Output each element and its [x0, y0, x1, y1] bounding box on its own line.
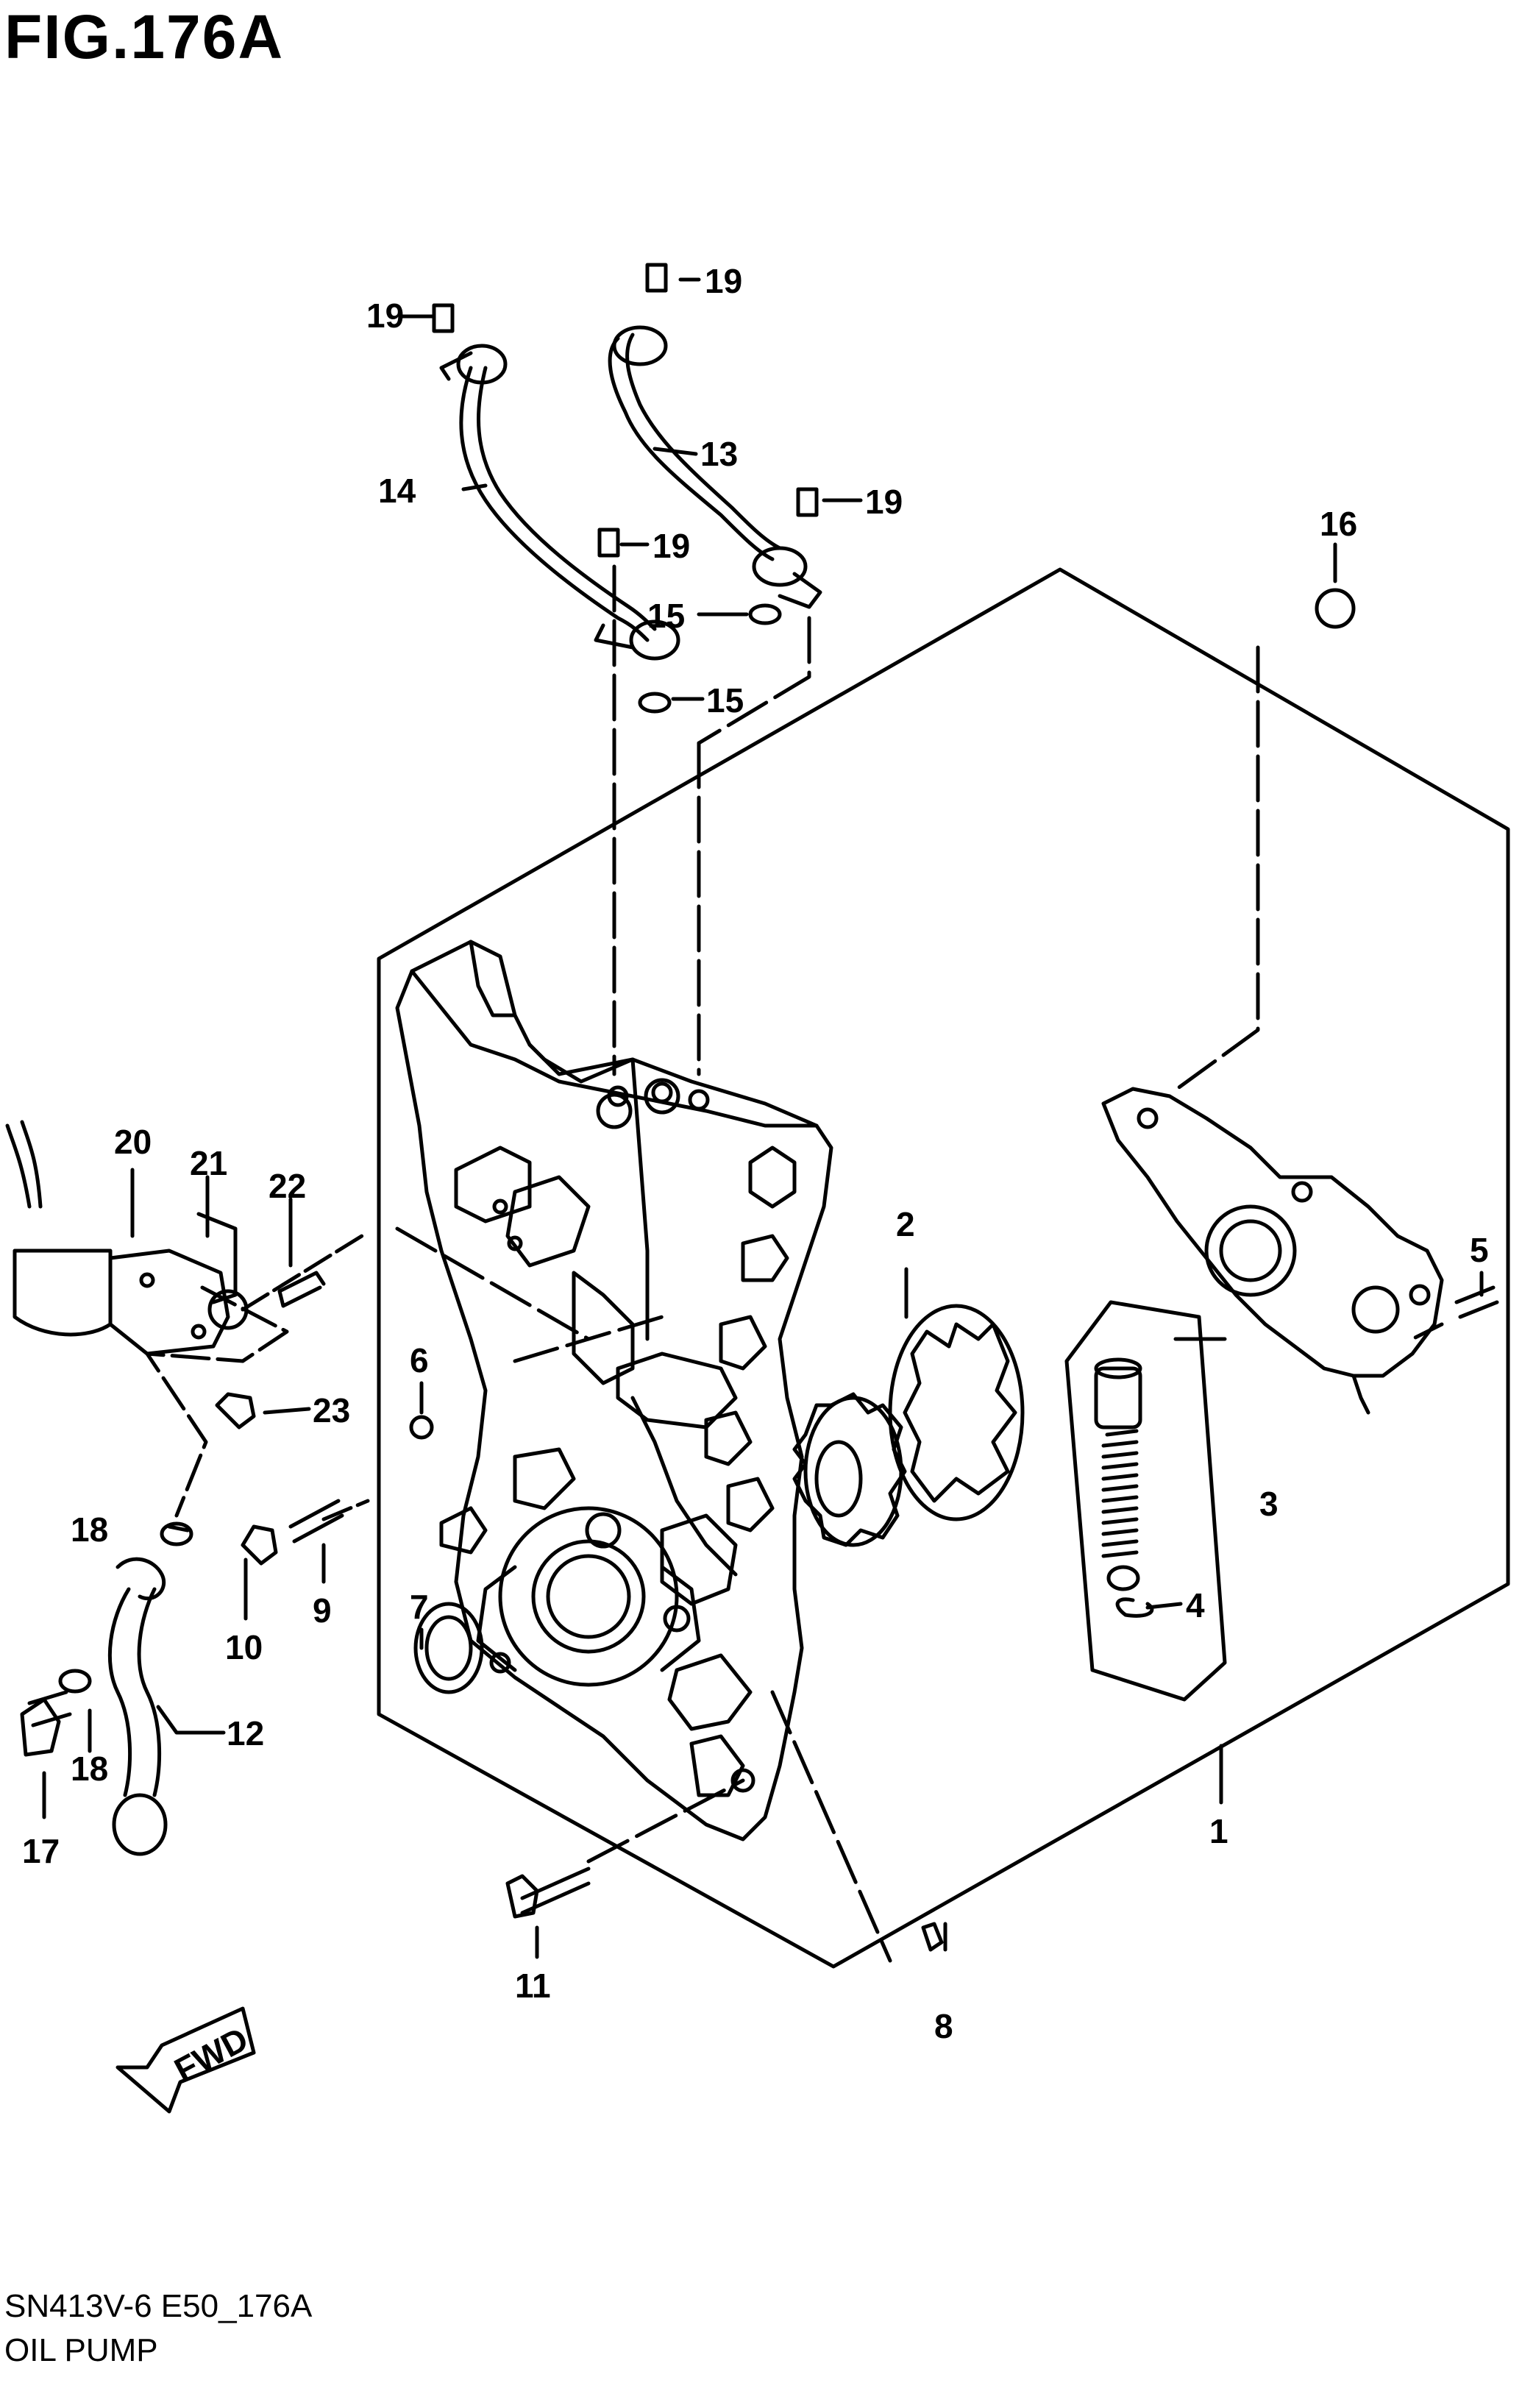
callout-8: 8	[934, 2007, 953, 2045]
callout-15-upper: 15	[647, 597, 685, 635]
callout-18-lower: 18	[71, 1750, 108, 1788]
callout-19-a: 19	[705, 262, 742, 300]
diagram-name: OIL PUMP	[4, 2332, 158, 2368]
callout-19-d: 19	[652, 527, 690, 565]
callout-4: 4	[1186, 1586, 1205, 1624]
callout-23: 23	[313, 1391, 350, 1429]
callout-14: 14	[378, 472, 416, 510]
oil-pipe-14-drawing	[439, 344, 680, 661]
callout-1: 1	[1209, 1812, 1228, 1850]
callout-10: 10	[225, 1628, 263, 1666]
callout-2: 2	[896, 1205, 915, 1243]
callout-9: 9	[313, 1591, 332, 1630]
callout-21: 21	[190, 1144, 227, 1182]
callout-13: 13	[700, 435, 738, 473]
assembly-outline	[377, 567, 1510, 1969]
bolts-and-fasteners-drawing	[20, 263, 1499, 1952]
diagram-code: SN413V-6 E50_176A	[4, 2288, 313, 2324]
oil-pump-gears-drawing	[792, 1304, 1025, 1547]
timing-cover-drawing	[395, 940, 833, 1841]
oil-pump-housing-drawing	[1101, 1087, 1444, 1415]
callout-12: 12	[227, 1714, 264, 1752]
relief-valve-drawing	[1064, 1300, 1227, 1702]
callout-18-upper: 18	[71, 1510, 108, 1549]
callout-3: 3	[1259, 1485, 1279, 1523]
callout-19-c: 19	[865, 483, 903, 521]
callout-22: 22	[269, 1167, 306, 1205]
callout-11: 11	[515, 1967, 551, 2005]
callout-17: 17	[22, 1832, 60, 1870]
callout-6: 6	[410, 1341, 429, 1379]
callout-19-b: 19	[366, 296, 404, 335]
callout-20: 20	[114, 1123, 152, 1161]
fwd-arrow-icon	[115, 2006, 256, 2114]
callout-16: 16	[1320, 505, 1357, 543]
figure-title: FIG.176A	[4, 2, 285, 71]
callout-15-lower: 15	[706, 681, 744, 720]
leader-lines	[42, 277, 1484, 1963]
callout-5: 5	[1470, 1231, 1489, 1269]
callout-7: 7	[410, 1588, 429, 1626]
